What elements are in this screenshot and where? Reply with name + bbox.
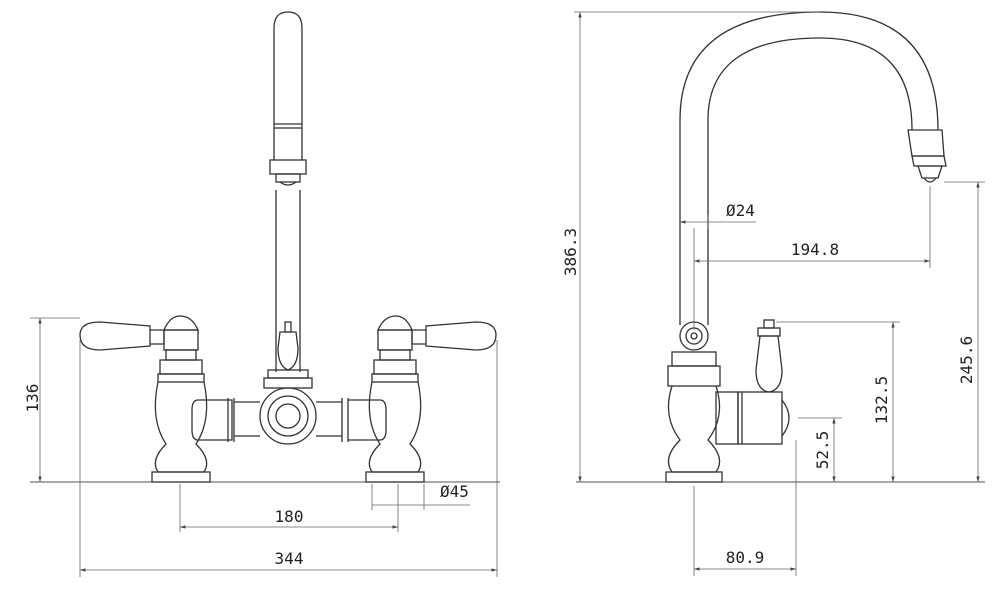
dim-inlet-height: 52.5	[798, 417, 842, 482]
dim-supply-diameter: Ø45	[371, 482, 470, 510]
dim-centers: 180	[179, 484, 399, 532]
dim-80-label: 80.9	[726, 548, 765, 567]
dim-180-label: 180	[275, 507, 304, 526]
dim-spout-diameter: Ø24	[680, 201, 756, 229]
dim-diameter24-label: Ø24	[726, 201, 755, 220]
side-view: 386.3 Ø24 194.8 245.6 132.5	[561, 11, 985, 576]
dim-reach: 194.8	[693, 186, 931, 330]
dim-132-label: 132.5	[872, 376, 891, 424]
dim-front-width: 344	[79, 340, 498, 577]
side-lever	[755, 319, 783, 393]
dim-lever-height: 132.5	[776, 321, 900, 482]
dim-diameter45-label: Ø45	[440, 482, 469, 501]
dim-344-label: 344	[275, 549, 304, 568]
front-spout	[269, 11, 307, 372]
dim-outlet-height: 245.6	[944, 181, 985, 482]
dim-245-label: 245.6	[957, 336, 976, 384]
front-right-pillar	[365, 315, 497, 483]
side-body	[665, 321, 723, 483]
front-left-pillar	[79, 315, 211, 483]
dim-base-to-inlet: 80.9	[693, 440, 797, 576]
dim-side-height: 386.3	[561, 11, 820, 482]
dim-194-label: 194.8	[791, 240, 839, 259]
front-view: 136 180 Ø45 344	[23, 11, 500, 577]
side-spout	[679, 11, 947, 325]
side-inlet	[715, 391, 790, 445]
dim-136-label: 136	[23, 384, 42, 413]
dim-front-height: 136	[23, 317, 80, 482]
dim-52-label: 52.5	[813, 431, 832, 470]
front-center-valve	[259, 321, 317, 445]
dim-386-label: 386.3	[561, 228, 580, 276]
